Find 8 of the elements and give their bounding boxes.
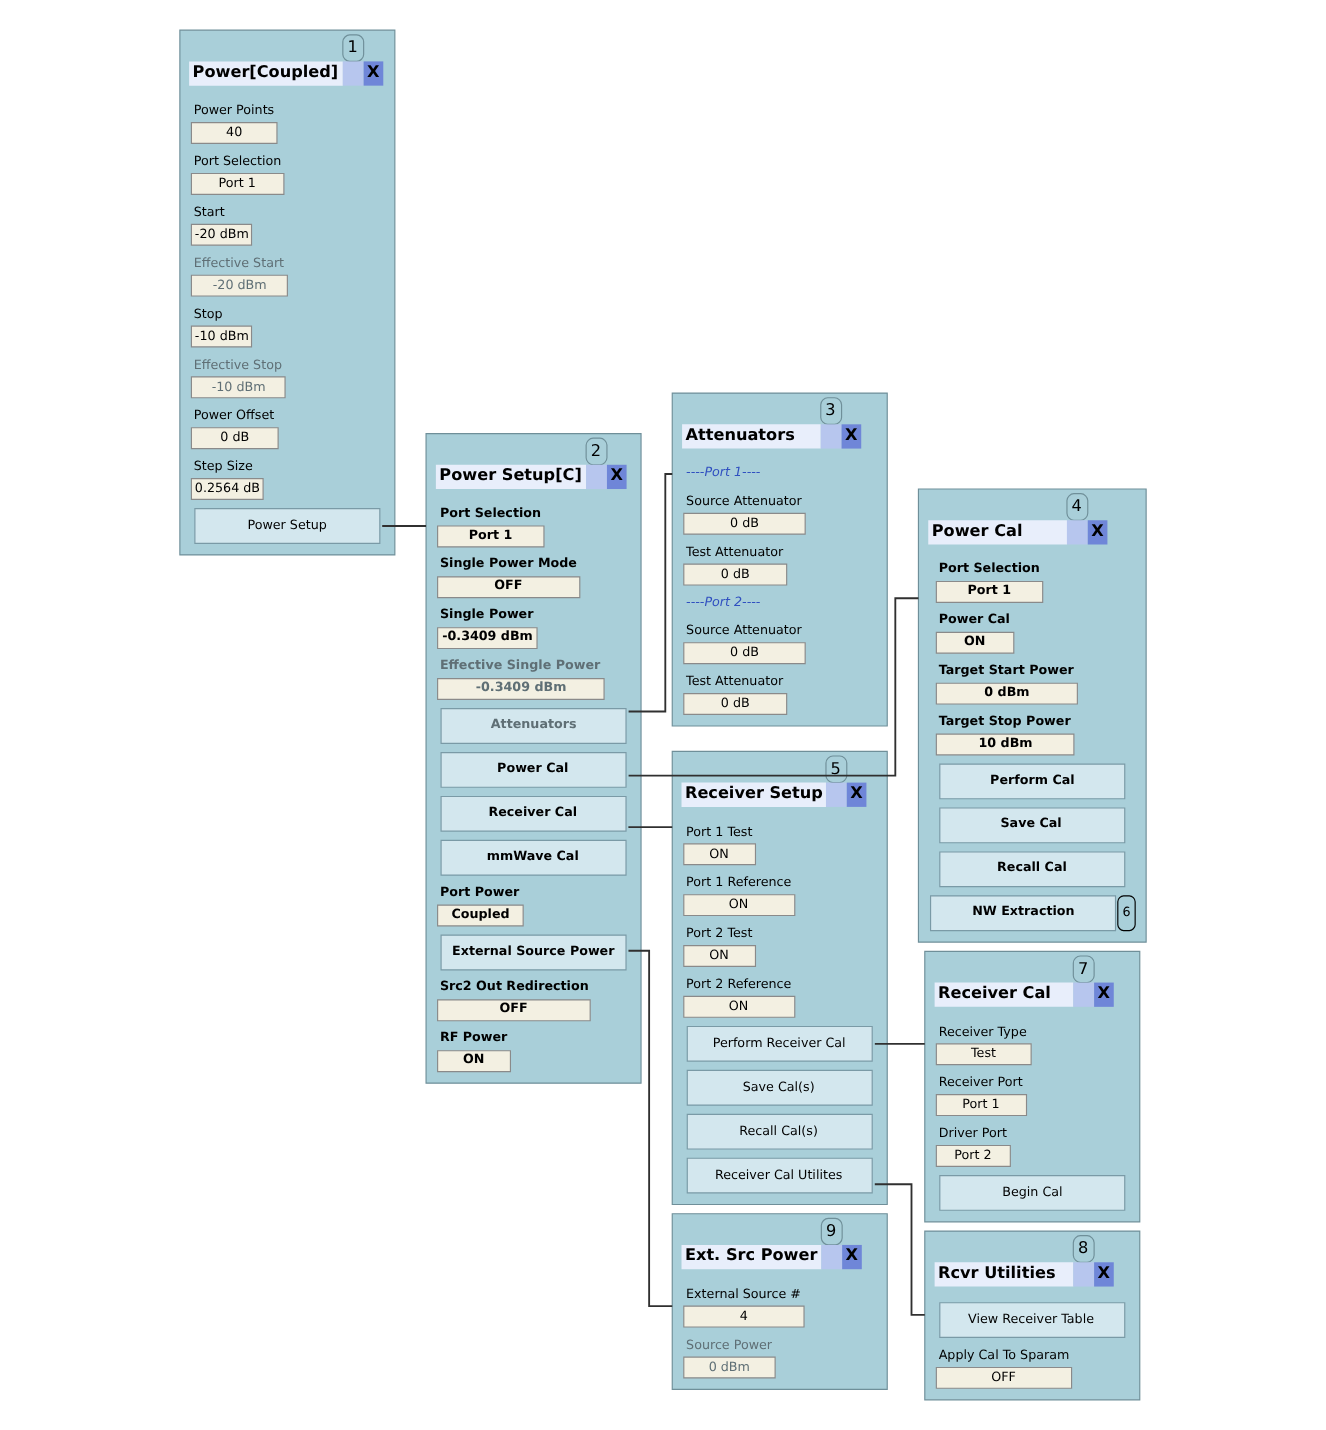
node-label: 1 [347, 36, 358, 57]
node-label: 5 [830, 757, 841, 778]
node-label: 8 [1077, 1237, 1089, 1258]
node-label: 3 [825, 399, 836, 420]
node-label: 7 [1077, 957, 1089, 978]
node-label: 4 [1071, 495, 1082, 516]
node-label: 9 [825, 1219, 837, 1240]
node-label: 2 [590, 439, 602, 460]
